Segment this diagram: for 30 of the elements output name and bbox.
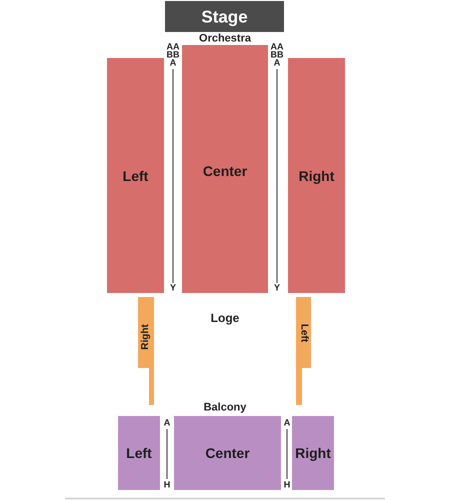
level-name: Orchestra <box>199 34 251 44</box>
section-name: Right <box>295 446 331 460</box>
section-name: Right <box>141 324 151 350</box>
seating-section <box>288 58 345 293</box>
seating-section <box>174 416 281 490</box>
row-letter: BB <box>270 50 284 60</box>
row-letter: H <box>164 480 170 490</box>
row-letter: A <box>170 58 176 68</box>
seating-section <box>107 58 164 293</box>
stage-block <box>165 1 284 32</box>
level-name: Loge <box>210 312 240 324</box>
stage-label: Stage <box>201 8 248 25</box>
section-name: Right <box>298 168 334 182</box>
row-letter: A <box>274 58 280 68</box>
seating-section <box>118 416 160 490</box>
section-name: Left <box>126 446 152 460</box>
row-letter: A <box>284 418 290 428</box>
row-letter: H <box>284 480 290 490</box>
section-name: Center <box>205 446 250 460</box>
row-letter: A <box>164 418 170 428</box>
section-name: Left <box>298 323 308 342</box>
row-letter: Y <box>170 284 176 292</box>
row-letter: Y <box>274 284 280 292</box>
seating-section <box>292 416 334 490</box>
row-letter: BB <box>166 50 180 60</box>
section-name: Center <box>202 164 248 178</box>
row-letter: AA <box>166 42 180 52</box>
row-letter: AA <box>270 42 284 52</box>
section-name: Left <box>122 168 148 182</box>
seating-section <box>182 45 268 293</box>
